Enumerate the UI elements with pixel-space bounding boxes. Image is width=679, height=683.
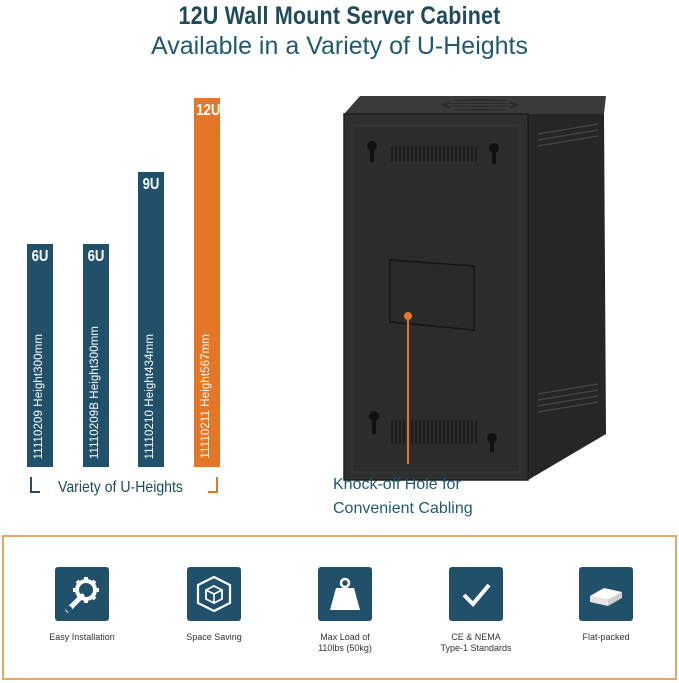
feature-label: Space Saving — [186, 632, 242, 642]
knockoff-line-1: Knock-off Hole for — [333, 476, 461, 493]
cube-icon — [187, 567, 241, 621]
height-bar-6u-a: 6U 11110209 Height300mm — [27, 244, 53, 467]
bar-model-height: 11110210 Height434mm — [144, 333, 156, 459]
feature-label: Flat-packed — [582, 632, 630, 642]
bar-model-height: 11110209B Height300mm — [89, 325, 101, 459]
page-title: 12U Wall Mount Server Cabinet — [178, 2, 501, 30]
height-bar-6u-b: 6U 11110209B Height300mm — [83, 244, 109, 467]
feature-ce-nema: CE & NEMA Type-1 Standards — [416, 567, 536, 654]
height-bar-9u: 9U 11110210 Height434mm — [138, 172, 164, 467]
feature-flat-packed: Flat-packed — [546, 567, 666, 643]
feature-label: CE & NEMA Type-1 Standards — [416, 632, 536, 654]
knockoff-line-2: Convenient Cabling — [333, 500, 473, 517]
bar-model-height: 11110211 Height567mm — [200, 334, 212, 459]
feature-label-line-1: CE & NEMA — [451, 632, 501, 642]
bar-u-label: 9U — [142, 176, 160, 193]
bar-u-label: 12U — [196, 102, 221, 119]
flat-box-icon — [579, 567, 633, 621]
feature-label: Max Load of 110lbs (50kg) — [285, 632, 405, 654]
knockoff-callout: Knock-off Hole for Convenient Cabling — [333, 473, 473, 521]
weight-icon — [318, 567, 372, 621]
feature-label-line-1: Max Load of — [320, 632, 370, 642]
cabinet-image — [343, 96, 606, 481]
checkmark-icon — [449, 567, 503, 621]
feature-label-line-2: 110lbs (50kg) — [318, 643, 372, 653]
feature-space-saving: Space Saving — [154, 567, 274, 643]
feature-max-load: Max Load of 110lbs (50kg) — [285, 567, 405, 654]
feature-label-line-2: Type-1 Standards — [440, 643, 512, 653]
page-subtitle: Available in a Variety of U-Heights — [150, 32, 529, 60]
features-panel: Easy Installation Space Saving Max Load … — [2, 535, 677, 680]
feature-label: Easy Installation — [49, 632, 115, 642]
bracket-right — [208, 477, 218, 493]
feature-easy-installation: Easy Installation — [22, 567, 142, 643]
wrench-gear-icon — [55, 567, 109, 621]
variety-label: Variety of U-Heights — [58, 479, 183, 496]
height-bar-12u: 12U 11110211 Height567mm — [194, 98, 220, 467]
bracket-left — [30, 477, 40, 493]
bar-model-height: 11110209 Height300mm — [33, 333, 45, 459]
bar-u-label: 6U — [87, 248, 105, 265]
bar-u-label: 6U — [31, 248, 49, 265]
